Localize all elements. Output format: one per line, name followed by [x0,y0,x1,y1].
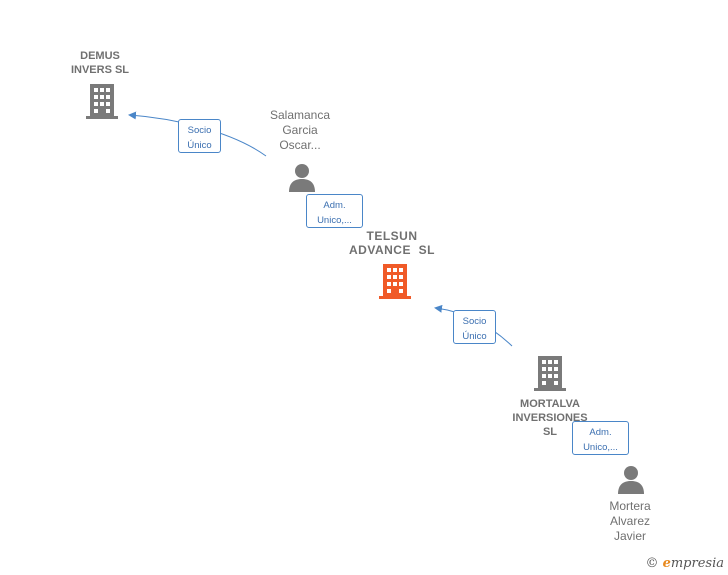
node-demus-name-line1: DEMUS [80,50,120,62]
node-telsun-label: TELSUN ADVANCE SL [332,229,452,257]
node-telsun-name-line2: ADVANCE SL [349,243,435,257]
node-mortera-name-line3: Javier [613,529,646,543]
person-icon[interactable] [616,464,646,494]
node-mortera-name-line1: Mortera [609,499,651,513]
edge-badge-socio-unico[interactable]: Socio Único [178,119,221,153]
node-salamanca-label: Salamanca Garcia Oscar... [250,108,350,153]
node-demus-name-line2: INVERS SL [70,64,130,76]
node-salamanca-name-line1: Salamanca [269,108,331,122]
node-mortalva-name-line2: INVERSIONES [512,412,588,424]
building-icon[interactable] [533,356,567,392]
brand-name: mpresia [670,556,724,571]
edge-badge-line1: Socio [187,125,212,136]
node-mortera-label: Mortera Alvarez Javier [580,499,680,544]
node-salamanca-name-line2: Garcia [282,123,318,137]
edge-badge-line1: Socio [462,316,487,327]
brand-logo: © empresia [645,556,724,571]
person-icon[interactable] [287,162,317,192]
copyright-icon: © [645,556,659,571]
node-salamanca-name-line3: Oscar... [279,138,321,152]
edge-badge-line2: Único [462,331,487,342]
edge-badge-adm-unico[interactable]: Adm. Unico,... [572,421,629,455]
edge-badge-line2: Único [187,140,212,151]
edge-badge-line1: Adm. [589,427,612,438]
building-icon[interactable] [85,84,119,120]
node-mortalva-name-line3: SL [542,426,558,438]
edge-badge-line2: Unico,... [317,215,352,226]
brand-initial: e [662,556,671,571]
node-demus-label: DEMUS INVERS SL [50,49,150,77]
node-mortera-name-line2: Alvarez [609,514,650,528]
edge-badge-adm-unico[interactable]: Adm. Unico,... [306,194,363,228]
node-mortalva-name-line1: MORTALVA [520,398,580,410]
main-building-icon[interactable] [378,264,412,300]
node-mortalva-label: MORTALVA INVERSIONES SL [498,397,602,439]
edge-badge-socio-unico[interactable]: Socio Único [453,310,496,344]
edge-badge-line1: Adm. [323,200,346,211]
edge-badge-line2: Unico,... [583,442,618,453]
node-telsun-name-line1: TELSUN [366,229,418,243]
